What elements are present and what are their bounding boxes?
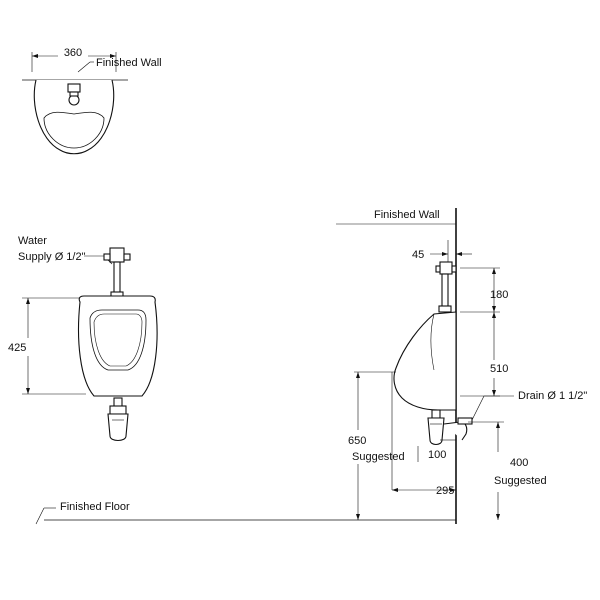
side-finished-wall-label: Finished Wall [374, 209, 440, 221]
dim-650-suggested: Suggested [352, 451, 405, 463]
front-height-dim: 425 [8, 342, 26, 354]
front-view: Water Supply Ø 1/2" 425 [8, 235, 158, 442]
dim-400-suggested: Suggested [494, 475, 547, 487]
dim-295: 295 [436, 485, 454, 497]
finished-floor-label: Finished Floor [60, 501, 130, 513]
dim-100: 100 [428, 449, 446, 461]
dim-510: 510 [490, 363, 508, 375]
dim-45: 45 [412, 249, 424, 261]
finished-floor: Finished Floor [35, 501, 456, 525]
top-finished-wall-label: Finished Wall [96, 57, 162, 69]
drain-label: Drain Ø 1 1/2" [518, 390, 587, 402]
top-width-dim: 360 [64, 47, 82, 59]
dim-400: 400 [510, 457, 528, 469]
dim-180: 180 [490, 289, 508, 301]
water-label-line1: Water [18, 235, 47, 247]
side-view: Finished Wall 45 180 510 [336, 208, 587, 524]
dim-650: 650 [348, 435, 366, 447]
water-label-line2: Supply Ø 1/2" [18, 251, 86, 263]
top-view: 360 Finished Wall [22, 47, 162, 155]
